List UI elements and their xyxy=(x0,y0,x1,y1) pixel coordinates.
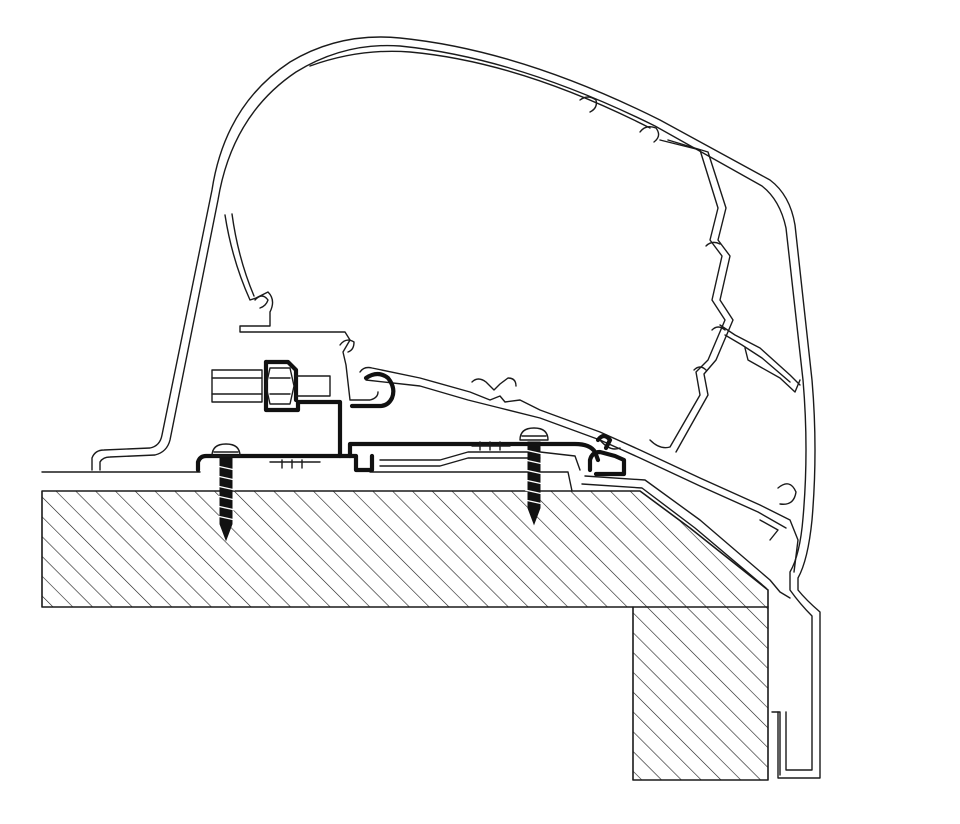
lower-rail-profile xyxy=(359,366,799,573)
roof-surface-line xyxy=(41,471,573,492)
awning-cassette-housing xyxy=(91,36,821,779)
edge-trim-profile xyxy=(581,475,791,776)
wood-screw-left xyxy=(211,443,241,542)
mounting-adapter-bracket xyxy=(195,359,627,477)
roof-section xyxy=(41,490,769,608)
side-wall-section xyxy=(632,606,769,781)
wood-screw-right xyxy=(519,427,549,526)
fabric-roller-profile xyxy=(224,139,801,541)
hex-bolt xyxy=(211,367,331,405)
